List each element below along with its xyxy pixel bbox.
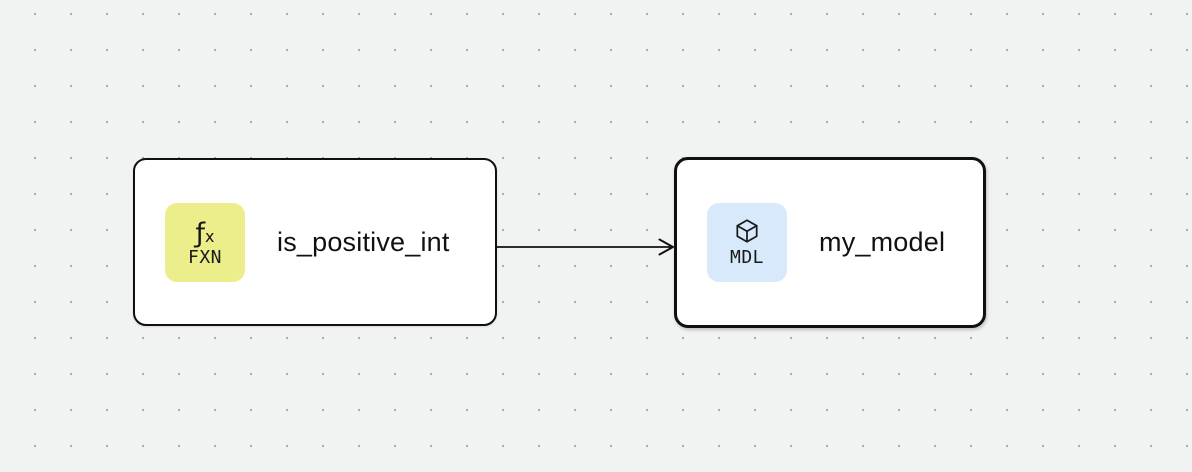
model-type-badge: MDL [707, 203, 787, 282]
node-label-is-positive-int: is_positive_int [277, 226, 450, 257]
cube-icon [733, 215, 761, 247]
fx-icon-f-glyph: ƒ [195, 217, 206, 249]
fx-icon-x-glyph: x [205, 226, 215, 246]
node-my-model[interactable]: MDL my_model [674, 157, 986, 328]
model-badge-label: MDL [729, 247, 764, 269]
edge-is-positive-int-to-my-model[interactable] [497, 238, 674, 256]
arrowhead-icon [658, 238, 674, 256]
node-label-my-model: my_model [819, 227, 946, 257]
function-badge-label: FXN [187, 246, 222, 268]
